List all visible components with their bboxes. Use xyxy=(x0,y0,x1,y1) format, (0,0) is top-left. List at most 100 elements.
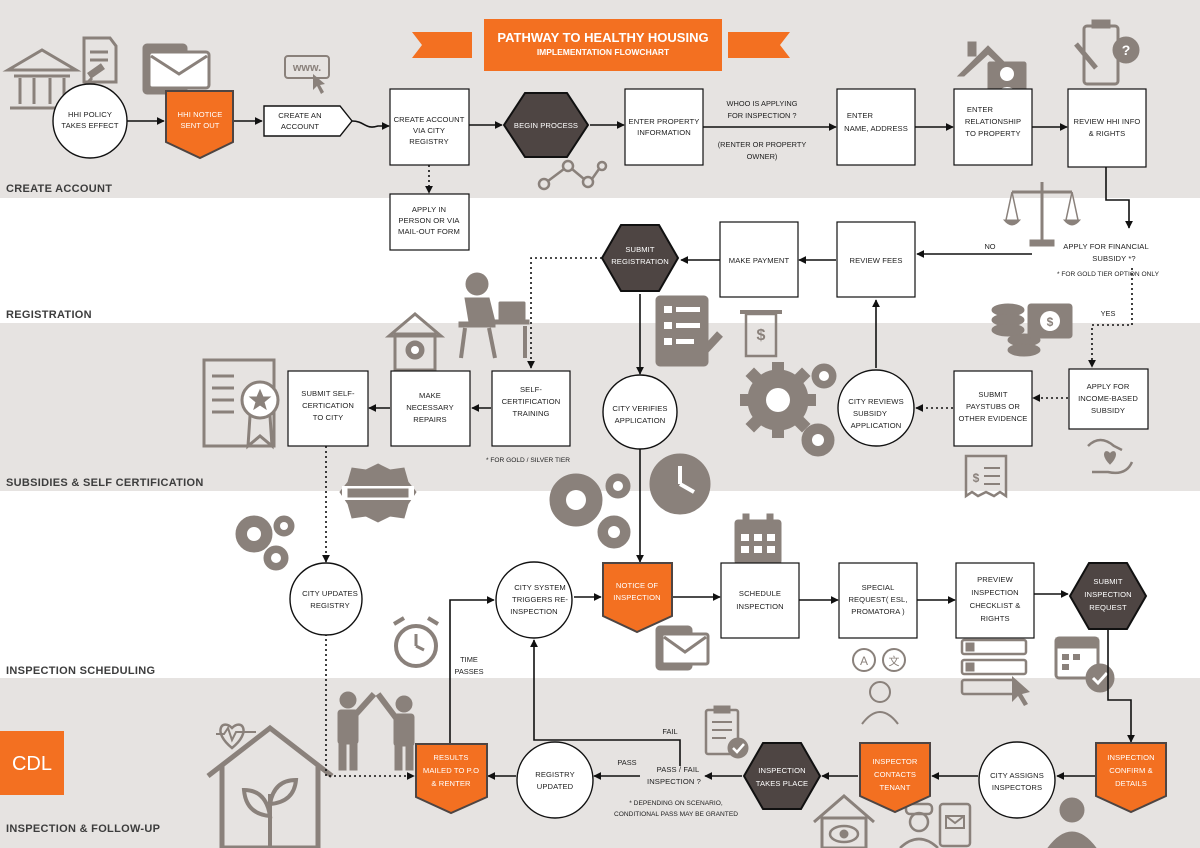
mail-tablet-icon xyxy=(142,43,211,95)
edge-label-yes: YES xyxy=(1101,309,1116,318)
note-gold-silver: * FOR GOLD / SILVER TIER xyxy=(486,457,570,464)
node-label: RIGHTS xyxy=(980,614,1009,623)
node-begin-process[interactable]: BEGIN PROCESS xyxy=(502,92,590,158)
node-label: INSPECTION xyxy=(510,607,557,616)
node-label: CITY VERIFIES xyxy=(612,404,667,413)
house-plant-icon xyxy=(206,724,334,848)
clock-icon xyxy=(649,453,711,515)
svg-text:$: $ xyxy=(1047,315,1054,329)
node-label: PREVIEW xyxy=(977,575,1013,584)
nodes: HHI POLICY TAKES EFFECT HHI NOTICE SENT OU… xyxy=(52,83,1167,819)
node-label: & RENTER xyxy=(431,779,471,788)
node-label: INSPECTOR xyxy=(872,757,917,766)
calendar-icon xyxy=(734,513,782,565)
node-label: HHI NOTICE xyxy=(178,110,223,119)
node-label: SCHEDULE xyxy=(739,589,781,598)
receipt-icon: $ xyxy=(740,310,782,358)
node-label: SUBMIT SELF- xyxy=(301,389,355,398)
svg-text:BEGIN PROCESS: BEGIN PROCESS xyxy=(514,121,578,130)
node-review-info[interactable]: REVIEW HHI INFO& RIGHTS xyxy=(1067,88,1147,168)
node-label: INSPECTION xyxy=(1107,753,1154,762)
edge-create-city xyxy=(351,120,390,130)
translation-icon: A 文 xyxy=(852,648,906,725)
house-gear-icon xyxy=(384,312,446,372)
node-label: RELATIONSHIP xyxy=(965,117,1021,126)
node-hhi-notice[interactable]: HHI NOTICE SENT OUT xyxy=(165,90,234,160)
node-label: SENT OUT xyxy=(180,121,219,130)
edge-label-pass: PASS xyxy=(617,758,636,767)
node-label: TAKES EFFECT xyxy=(61,121,118,130)
money-coins-icon: $ xyxy=(991,303,1073,357)
node-label: PAYSTUBS OR xyxy=(966,402,1020,411)
lane-label-registration: REGISTRATION xyxy=(6,309,92,321)
gears-small-icon xyxy=(549,473,631,549)
edge-review-subsidy xyxy=(1105,167,1133,229)
node-label: DETAILS xyxy=(1115,779,1147,788)
node-label: APPLY FOR FINANCIAL xyxy=(1063,242,1149,251)
node-label: HHI POLICY xyxy=(68,110,112,119)
gears-icon xyxy=(740,362,837,457)
node-label: ENTER xyxy=(847,111,874,120)
title-ribbon-left xyxy=(412,32,472,58)
hand-heart-icon xyxy=(1087,438,1134,475)
node-make-payment[interactable]: MAKE PAYMENT xyxy=(719,221,799,298)
dotted-edges xyxy=(322,165,1133,780)
heart-pulse-icon xyxy=(216,723,256,750)
svg-text:REVIEW FEES: REVIEW FEES xyxy=(850,256,903,265)
lane-label-scheduling: INSPECTION SCHEDULING xyxy=(6,665,155,677)
icons: www. ? xyxy=(2,19,1140,848)
people-highfive-icon xyxy=(337,691,415,771)
node-hhi-policy[interactable]: HHI POLICY TAKES EFFECT xyxy=(52,83,128,159)
node-label: MAIL-OUT FORM xyxy=(398,227,460,236)
node-label: CITY REVIEWS xyxy=(848,397,904,406)
node-label: NOTICE OF xyxy=(616,581,659,590)
node-label: SUBSIDY xyxy=(1091,406,1125,415)
node-label: SUBMIT xyxy=(625,245,655,254)
node-label: SPECIAL xyxy=(862,583,895,592)
node-label: APPLY FOR xyxy=(1087,382,1130,391)
node-review-fees[interactable]: REVIEW FEES xyxy=(836,221,916,298)
lane-label-followup: INSPECTION & FOLLOW-UP xyxy=(6,823,160,835)
node-label: CHECKLIST & xyxy=(970,601,1021,610)
